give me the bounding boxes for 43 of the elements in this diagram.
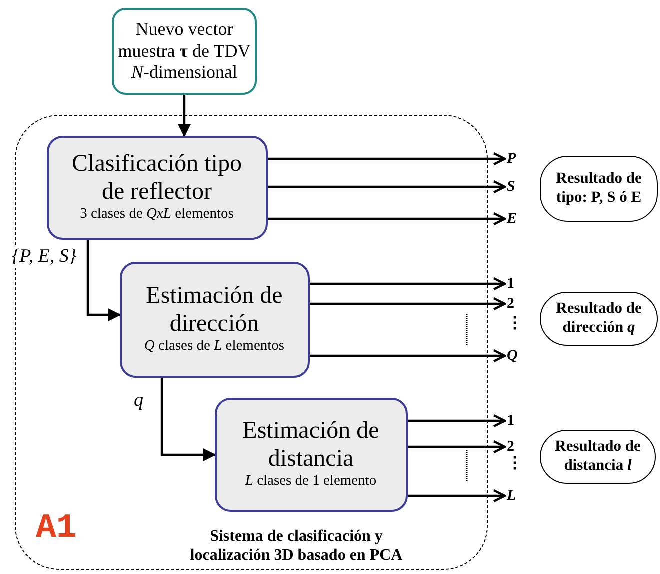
arrow <box>310 297 506 311</box>
arrow <box>310 349 506 363</box>
arrow <box>408 414 506 428</box>
node-subtitle: L clases de 1 elemento <box>245 473 377 491</box>
node-title: Resultado de distancia l <box>554 438 642 476</box>
arrow <box>310 277 506 291</box>
output-label: 2 <box>507 438 514 456</box>
arrow <box>268 180 506 194</box>
result-box <box>540 156 658 222</box>
process-box <box>46 136 268 240</box>
arrow <box>178 95 192 138</box>
ellipsis-label: ⋮ <box>507 316 523 332</box>
process-box <box>214 398 408 512</box>
output-label: 1 <box>507 275 514 293</box>
ellipsis-label: ⋮ <box>507 456 523 472</box>
node-title: Resultado de tipo: P, S ó E <box>555 170 643 208</box>
node-title: Resultado de dirección q <box>555 300 643 338</box>
arrow <box>408 440 506 454</box>
result-box <box>540 430 656 484</box>
group-title: Sistema de clasificación y localización 3D basado en PCA <box>189 526 404 565</box>
node-subtitle: Q clases de L elementos <box>144 338 285 356</box>
input-box <box>112 8 257 95</box>
node-title: Nuevo vector muestra τ de TDV N-dimensional <box>117 19 252 84</box>
arrow <box>408 489 506 503</box>
node-title: Estimación de dirección <box>145 283 284 338</box>
node-title: Clasificación tipo de reflector <box>71 151 243 206</box>
arrow <box>268 212 506 226</box>
output-label: 2 <box>507 295 514 313</box>
output-label: E <box>507 210 518 228</box>
arrow <box>268 152 506 166</box>
node-title: Estimación de distancia <box>242 418 380 474</box>
output-label: S <box>507 178 516 196</box>
process-box <box>120 262 310 378</box>
output-label: L <box>507 487 516 505</box>
result-box <box>540 292 658 346</box>
node-subtitle: 3 clases de QxL elementos <box>80 206 234 224</box>
output-label: Q <box>507 347 518 365</box>
output-label: 1 <box>507 412 514 430</box>
output-label: P <box>507 150 516 168</box>
arrow <box>160 378 216 462</box>
panel-label: A1 <box>36 512 77 546</box>
edge-label: {P, E, S} <box>12 246 76 268</box>
arrow <box>86 240 122 322</box>
